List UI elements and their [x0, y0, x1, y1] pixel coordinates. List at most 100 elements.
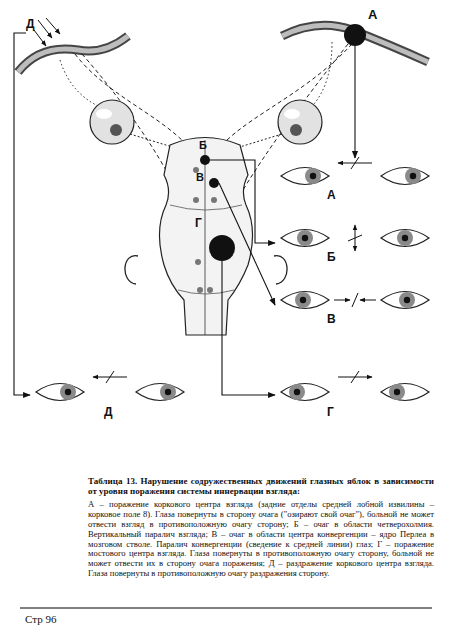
- eye: [36, 384, 84, 401]
- eye-outline: [381, 384, 429, 401]
- lesion-shape: [209, 235, 235, 261]
- ear: [274, 256, 287, 284]
- eye-outline: [136, 384, 184, 401]
- lesion-fill: [209, 178, 219, 188]
- eye-outline: [281, 292, 329, 309]
- panel-letter: А: [327, 189, 336, 201]
- gaze-pathway: [314, 42, 332, 104]
- brainstem: [159, 138, 252, 336]
- block-slash: [106, 371, 114, 383]
- eye-outline: [281, 168, 329, 185]
- eye: [281, 230, 329, 247]
- lesion-fill: [200, 155, 210, 165]
- eye: [381, 292, 429, 309]
- iris: [389, 384, 405, 400]
- block-slash: [351, 371, 359, 383]
- cortex-gyrus: [18, 36, 128, 72]
- pupil: [294, 389, 300, 395]
- lesion-connector: [222, 261, 275, 395]
- eye: [281, 292, 329, 309]
- gaze-panel: А: [275, 158, 435, 204]
- iris: [399, 292, 415, 308]
- gaze-arrow: [334, 300, 350, 301]
- block-slash: [348, 235, 362, 241]
- lesion-letter: В: [196, 172, 204, 183]
- pupil: [310, 173, 316, 179]
- lesion-circle: Б: [200, 155, 210, 165]
- gaze-panel: В: [275, 282, 435, 328]
- footer-rule: [20, 608, 432, 609]
- eye: [381, 384, 429, 401]
- gaze-pathway: [60, 60, 98, 106]
- lesion-connector: [14, 33, 30, 395]
- panel-letter: В: [327, 313, 336, 325]
- block-slash: [351, 157, 359, 169]
- cortex-gyrus: [18, 36, 128, 72]
- eyeball-iris: [110, 124, 122, 136]
- eye-outline: [36, 384, 84, 401]
- eye: [136, 384, 184, 401]
- lesion-letter: А: [368, 8, 377, 21]
- iris: [397, 230, 413, 246]
- irritation-arrow: [34, 30, 46, 46]
- iris: [289, 384, 305, 400]
- lesion-fill: [209, 235, 235, 261]
- eyeball-iris: [290, 124, 302, 136]
- nucleus: [207, 287, 213, 293]
- eye-outline: [381, 292, 429, 309]
- nucleus: [193, 197, 199, 203]
- table-caption: Таблица 13. Нарушение содружественных дв…: [88, 476, 434, 497]
- gaze-panel: Д: [30, 372, 190, 418]
- lesion-circle: Г: [209, 235, 235, 261]
- eyeball-highlight: [284, 109, 300, 119]
- pupil: [300, 297, 306, 303]
- iris: [60, 384, 76, 400]
- nucleus: [197, 287, 203, 293]
- pupil: [402, 235, 408, 241]
- pupil: [410, 173, 416, 179]
- eye: [281, 168, 329, 185]
- iris: [297, 230, 313, 246]
- nucleus: [211, 197, 217, 203]
- iris: [160, 384, 176, 400]
- pupil: [394, 389, 400, 395]
- lesion-shape: [209, 178, 219, 188]
- panel-letter: Д: [104, 406, 113, 418]
- lesion-connector: [219, 183, 275, 305]
- lesion-connector: [354, 46, 355, 158]
- eyeball: [90, 100, 134, 144]
- panel-letter: Г: [327, 406, 334, 418]
- focus-letter: Д: [26, 18, 35, 30]
- irritation-arrow: [46, 18, 60, 34]
- pupil: [165, 389, 171, 395]
- midline: [205, 140, 206, 335]
- pupil: [404, 297, 410, 303]
- page-number: Стр 96: [25, 613, 145, 626]
- lesion-connector: [210, 160, 275, 243]
- eye-outline: [281, 230, 329, 247]
- lesion-letter: Г: [195, 217, 202, 229]
- eye-outline: [381, 168, 429, 185]
- eyeball: [278, 100, 322, 144]
- lesion-fill: [344, 24, 366, 46]
- panel-letter: Б: [327, 251, 336, 263]
- eye: [281, 384, 329, 401]
- iris: [305, 168, 321, 184]
- eyeball-highlight: [96, 109, 112, 119]
- brainstem-border: [178, 290, 234, 294]
- eye-outline: [381, 230, 429, 247]
- caption-body: А – поражение коркового центра взгляда (…: [88, 500, 434, 579]
- eye: [381, 230, 429, 247]
- nucleus: [195, 259, 201, 265]
- block-slash: [352, 293, 358, 307]
- gaze-panel: Г: [275, 372, 435, 418]
- iris: [405, 168, 421, 184]
- lesion-shape: [200, 155, 210, 165]
- iris: [295, 292, 311, 308]
- lesion-letter: Б: [199, 140, 207, 151]
- eye-outline: [281, 384, 329, 401]
- gaze-arrow: [360, 300, 376, 301]
